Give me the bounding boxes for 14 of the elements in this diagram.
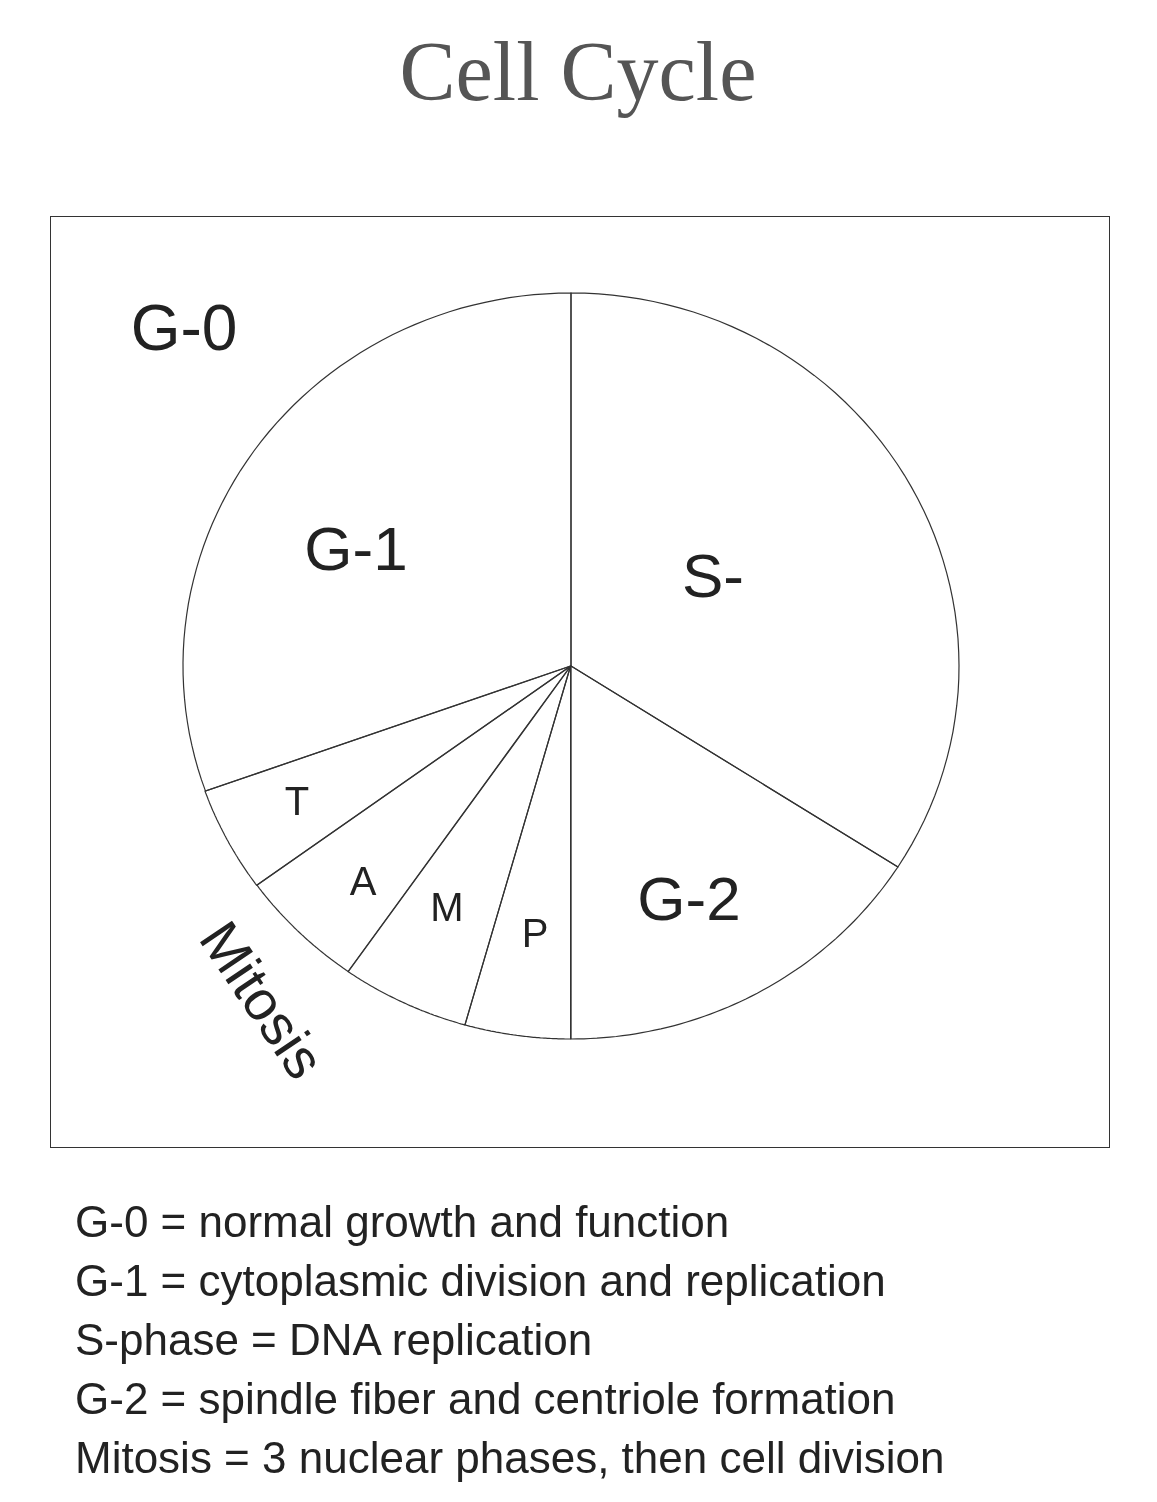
definition-note: G-1 = cytoplasmic division and replication <box>75 1257 886 1306</box>
mitosis-phase-letter: A <box>349 861 377 901</box>
definition-note: G-0 = normal growth and function <box>75 1198 730 1247</box>
definition-note: S-phase = DNA replication <box>75 1316 593 1365</box>
mitosis-phase-letter: M <box>430 887 464 927</box>
mitosis-phase-letter: T <box>284 781 310 821</box>
phase-label: G-0 <box>130 296 238 360</box>
phase-label: S- <box>682 545 744 607</box>
phase-label: G-2 <box>637 868 741 930</box>
diagram-frame <box>50 216 1110 1148</box>
definition-note: Mitosis = 3 nuclear phases, then cell division <box>75 1434 945 1483</box>
definition-note: G-2 = spindle fiber and centriole formation <box>75 1375 896 1424</box>
mitosis-phase-letter: P <box>521 913 549 953</box>
phase-label: G-1 <box>304 518 408 580</box>
